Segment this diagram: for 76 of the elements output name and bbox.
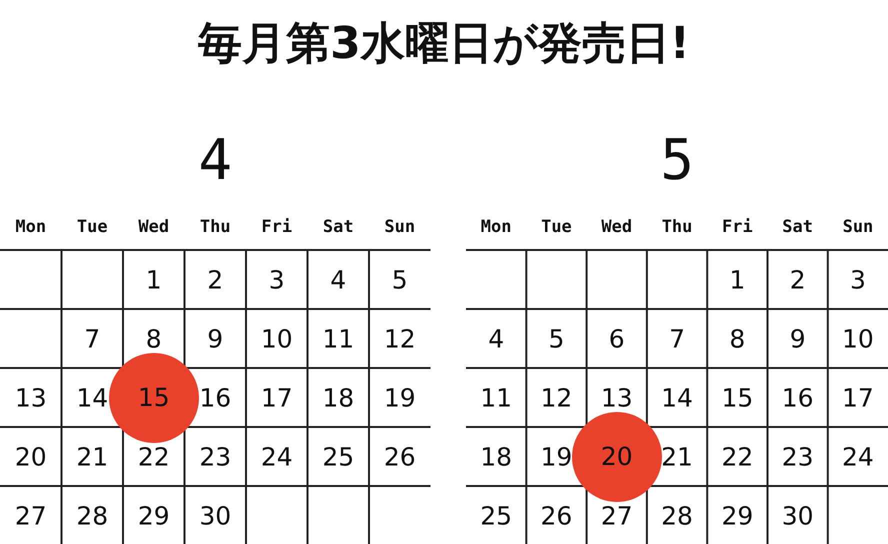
date-number: 18 [322, 383, 354, 412]
date-number: 29 [721, 501, 754, 530]
date-number: 12 [540, 383, 572, 412]
weekday-label: Tue [76, 217, 108, 237]
weekday-label: Mon [15, 217, 46, 237]
date-number: 3 [850, 265, 866, 294]
date-number: 30 [782, 501, 814, 530]
date-number: 6 [608, 324, 625, 353]
date-number: 2 [207, 265, 224, 294]
highlight-circle: 20 [572, 412, 662, 502]
date-number: 9 [207, 324, 224, 353]
weekday-label: Fri [722, 217, 753, 237]
date-number: 26 [384, 442, 416, 471]
date-number: 14 [76, 383, 108, 412]
date-number: 7 [84, 324, 100, 353]
date-number: 9 [790, 324, 806, 353]
date-number: 11 [480, 383, 512, 412]
date-number: 2 [790, 265, 806, 294]
weekday-label: Tue [541, 217, 572, 237]
date-number: 23 [199, 442, 232, 471]
title: 毎月第3水曜日が発売日! [197, 17, 691, 71]
date-number: 27 [14, 501, 47, 530]
date-number: 28 [76, 501, 108, 530]
date-number: 12 [384, 324, 416, 353]
date-number: 16 [199, 383, 232, 412]
date-number: 16 [782, 383, 814, 412]
weekday-label: Thu [662, 217, 692, 237]
date-number: 7 [669, 324, 685, 353]
date-number: 1 [146, 265, 162, 294]
date-number: 30 [199, 501, 232, 530]
weekday-label: Sat [782, 217, 813, 237]
month-number: 5 [660, 128, 694, 193]
date-number: 18 [480, 442, 512, 471]
date-number: 27 [600, 501, 633, 530]
date-number: 19 [384, 383, 416, 412]
date-number: 5 [392, 265, 408, 294]
weekday-label: Sun [384, 217, 416, 237]
weekday-label: Fri [261, 217, 292, 237]
weekday-label: Wed [601, 217, 632, 237]
date-number: 15 [721, 383, 754, 412]
date-number: 23 [782, 442, 814, 471]
date-number: 5 [548, 324, 564, 353]
month-number: 4 [198, 128, 232, 193]
date-number: 21 [76, 442, 108, 471]
highlight-circle: 15 [108, 352, 199, 442]
date-number: 29 [138, 501, 170, 530]
date-number: 22 [721, 442, 754, 471]
date-number: 24 [260, 442, 293, 471]
date-number: 17 [260, 383, 293, 412]
date-number: 20 [14, 442, 47, 471]
date-number: 4 [330, 265, 346, 294]
weekday-label: Sat [322, 217, 354, 237]
date-number: 21 [661, 442, 693, 471]
date-number: 4 [488, 324, 504, 353]
date-number: 10 [842, 324, 874, 353]
date-number: 13 [600, 383, 633, 412]
date-number: 1 [729, 265, 746, 294]
date-number: 13 [14, 383, 47, 412]
date-number: 25 [322, 442, 354, 471]
date-number: 8 [729, 324, 746, 353]
weekday-label: Mon [480, 217, 512, 237]
weekday-label: Wed [138, 217, 170, 237]
date-number: 8 [146, 324, 162, 353]
date-number: 11 [322, 324, 354, 353]
date-number: 22 [138, 442, 170, 471]
date-number: 10 [260, 324, 293, 353]
weekday-label: Sun [842, 217, 874, 237]
date-number: 24 [842, 442, 874, 471]
date-number: 19 [540, 442, 572, 471]
date-number: 3 [268, 265, 285, 294]
date-number: 14 [661, 383, 693, 412]
date-number: 26 [540, 501, 572, 530]
weekday-label: Thu [200, 217, 231, 237]
date-number: 28 [661, 501, 693, 530]
date-number: 25 [480, 501, 512, 530]
date-number: 17 [842, 383, 874, 412]
